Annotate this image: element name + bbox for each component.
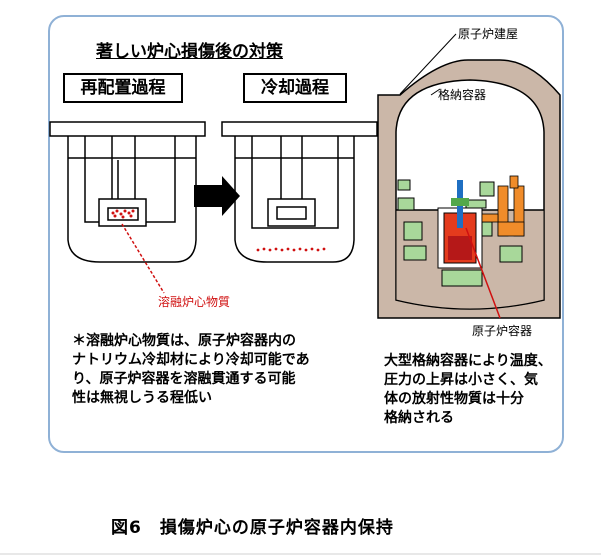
figure-title: 著しい炉心損傷後の対策	[96, 42, 283, 62]
molten-core-leader	[121, 223, 165, 294]
left-note-line: り、原子炉容器を溶融貫通する可能	[72, 371, 296, 387]
stage-arrow-icon	[194, 176, 240, 216]
left-note-line: 性は無視しうる程低い	[72, 390, 212, 406]
left-note-line: ＊溶融炉心物質は、原子炉容器内の	[72, 333, 296, 349]
reactor-building	[377, 59, 561, 319]
building-leader	[399, 33, 457, 95]
page-divider	[0, 553, 601, 555]
containment-vessel-label: 格納容器	[438, 88, 487, 102]
relocation-stage-label: 再配置過程	[63, 73, 183, 103]
cooling-stage-label: 冷却過程	[243, 73, 347, 103]
left-note-line: ナトリウム冷却材により冷却可能であ	[72, 352, 310, 368]
molten-core-label: 溶融炉心物質	[158, 295, 231, 309]
right-note-line: 格納される	[384, 410, 454, 426]
right-note: 大型格納容器により温度、 圧力の上昇は小さく、気 体の放射性物質は十分 格納され…	[384, 352, 552, 428]
figure-caption: 図6 損傷炉心の原子炉容器内保持	[111, 518, 394, 538]
settled-molten-core	[256, 247, 326, 252]
left-reactor-vessel	[49, 121, 206, 263]
reactor-vessel-leader	[465, 227, 501, 319]
reactor-vessel-label: 原子炉容器	[472, 324, 533, 338]
left-note: ＊溶融炉心物質は、原子炉容器内の ナトリウム冷却材により冷却可能であ り、原子炉…	[72, 332, 310, 408]
right-note-line: 大型格納容器により温度、	[384, 353, 552, 369]
reactor-building-label: 原子炉建屋	[458, 27, 519, 41]
right-reactor-vessel	[221, 121, 378, 263]
left-molten-core	[111, 209, 135, 219]
right-note-line: 体の放射性物質は十分	[384, 391, 524, 407]
right-note-line: 圧力の上昇は小さく、気	[384, 372, 538, 388]
